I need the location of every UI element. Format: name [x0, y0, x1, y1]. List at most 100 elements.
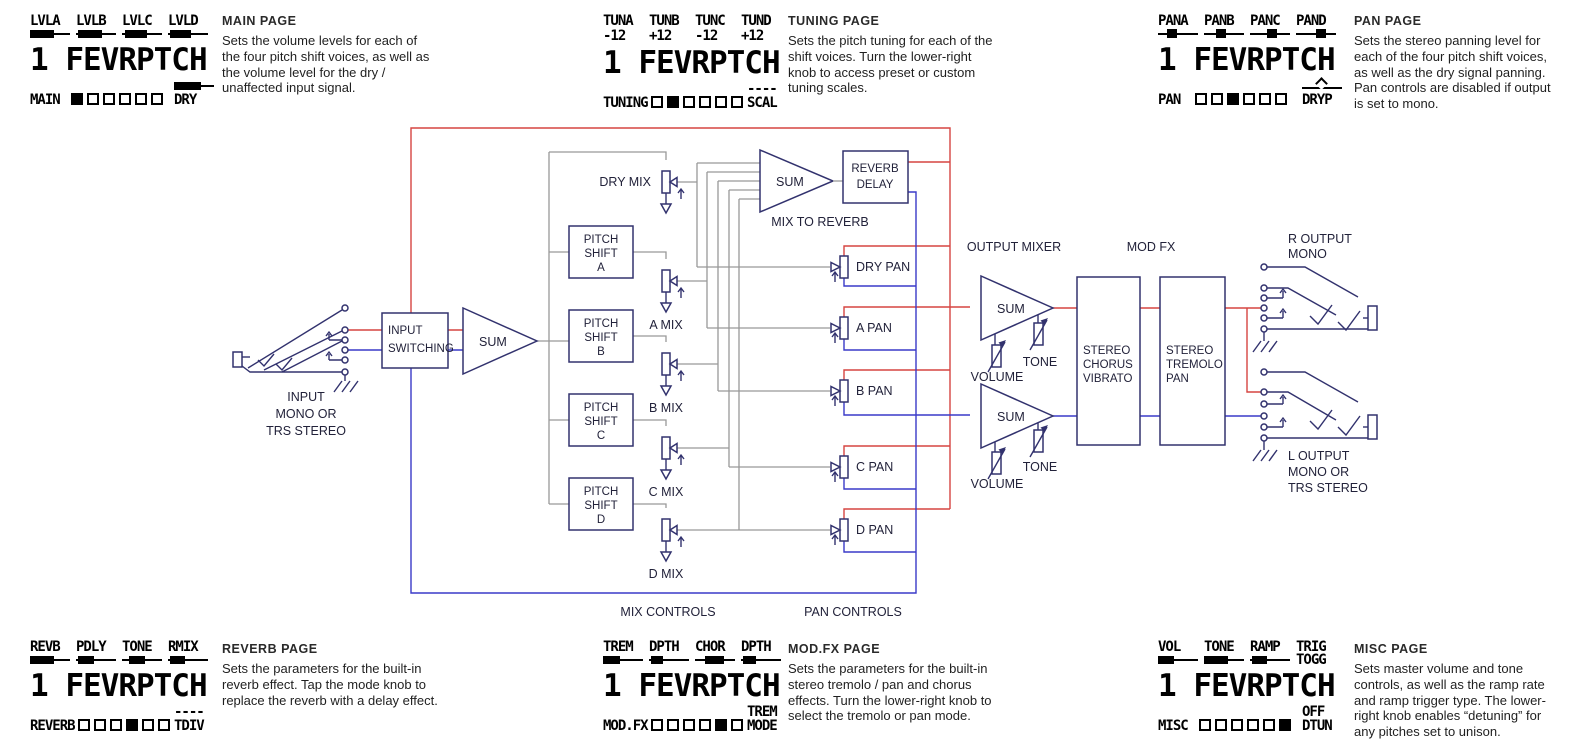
reverb-delay-box: REVERB DELAY	[842, 150, 909, 204]
dry-pan-caret-indicator	[1301, 77, 1344, 92]
mix-to-reverb-label: MIX TO REVERB	[771, 215, 868, 229]
svg-text:VIBRATO: VIBRATO	[1083, 373, 1132, 385]
desc-pan: PAN PAGE Sets the stereo panning level f…	[1354, 14, 1562, 112]
tdiv-dashes-indicator: ----	[173, 704, 205, 720]
knob-label: TONE	[1204, 639, 1235, 655]
pan-indicator	[1250, 29, 1296, 40]
knob-label: TREM	[603, 639, 634, 655]
page-square	[142, 719, 155, 731]
desc-reverb: REVERB PAGE Sets the parameters for the …	[222, 642, 440, 708]
stereo-chorus-vibrato-box: STEREO CHORUS VIBRATO	[1076, 276, 1141, 446]
knob-label: TONE	[122, 639, 153, 655]
mix-pots: DRY MIX A MIX B MIX C MIX D MIX	[599, 170, 685, 581]
knob-labels: LVLA LVLB LVLC LVLD	[30, 10, 216, 29]
page-square	[134, 93, 147, 105]
svg-text:PITCH: PITCH	[584, 318, 619, 330]
knob-label: PANA	[1158, 13, 1189, 29]
fader-indicator	[168, 655, 214, 666]
page-square	[683, 96, 696, 108]
desc-body: Sets the stereo panning level for each o…	[1354, 33, 1551, 112]
page-square	[667, 719, 680, 731]
knob-value: +12	[649, 28, 672, 44]
svg-text:DRY PAN: DRY PAN	[856, 260, 910, 274]
lcd-panel-main: LVLA LVLB LVLC LVLD 1 FEVRPTCH MAIN DRY	[30, 10, 216, 108]
desc-body: Sets master volume and tone controls, as…	[1354, 661, 1546, 740]
svg-text:STEREO: STEREO	[1083, 345, 1130, 357]
page-square	[651, 96, 664, 108]
desc-title: MAIN PAGE	[222, 14, 297, 28]
knob-value: +12	[741, 28, 764, 44]
mono-signal-bus	[537, 151, 830, 531]
pitch-shift-b-box: PITCH SHIFT B	[568, 309, 634, 363]
pitch-shift-c-box: PITCH SHIFT C	[568, 393, 634, 447]
page-square	[1211, 93, 1224, 105]
desc-body: Sets the parameters for the built-in ste…	[788, 661, 992, 724]
page-square	[683, 719, 696, 731]
page-label: REVERB	[30, 718, 76, 734]
lower-right-knob-label: DRY	[174, 92, 197, 108]
fader-indicator	[122, 29, 168, 40]
fader-indicator	[695, 655, 741, 666]
input-jack: INPUT MONO OR TRS STEREO	[232, 304, 359, 438]
desc-body: Sets the parameters for the built-in rev…	[222, 661, 438, 708]
svg-text:D MIX: D MIX	[649, 567, 684, 581]
page-square	[158, 719, 171, 731]
dry-mix-label: DRY MIX	[599, 175, 651, 189]
svg-text:B: B	[597, 346, 605, 358]
desc-misc: MISC PAGE Sets master volume and tone co…	[1354, 642, 1562, 740]
page-label: MOD.FX	[603, 718, 649, 734]
knob-label: LVLB	[76, 13, 107, 29]
trig-togg-value: TOGG	[1296, 652, 1327, 668]
page-square	[1214, 719, 1227, 731]
svg-text:C: C	[597, 430, 605, 442]
right-channel-red-bus	[348, 127, 1261, 519]
fader-indicator	[649, 655, 695, 666]
page-square	[715, 719, 728, 731]
lcd-panel-tuning: TUNA TUNB TUNC TUND -12 +12 -12 +12 1 FE…	[603, 10, 789, 111]
page-indicator-squares	[70, 93, 163, 105]
page-square	[78, 719, 91, 731]
lower-right-knob-label: MODE	[746, 718, 778, 734]
svg-text:TRS STEREO: TRS STEREO	[266, 424, 346, 438]
svg-text:MONO OR: MONO OR	[275, 407, 336, 421]
reverb-sum-amp: SUM MIX TO REVERB	[759, 148, 869, 229]
input-sum-amp: SUM	[462, 306, 539, 376]
page-square	[1227, 93, 1240, 105]
fader-indicator	[30, 29, 76, 40]
svg-text:STEREO: STEREO	[1166, 345, 1213, 357]
pitch-shift-a-box: PITCH SHIFT A	[568, 225, 634, 279]
page-square	[1230, 719, 1243, 731]
svg-text:D PAN: D PAN	[856, 523, 893, 537]
page-square	[86, 93, 99, 105]
page-label: TUNING	[603, 95, 649, 111]
l-output-label: L OUTPUT	[1288, 449, 1350, 463]
page-square	[70, 93, 83, 105]
svg-text:PITCH: PITCH	[584, 486, 619, 498]
svg-text:A PAN: A PAN	[856, 321, 892, 335]
knob-label: TUND	[741, 13, 772, 29]
preset-display: 1 FEVRPTCH	[603, 45, 781, 81]
svg-text:VOLUME: VOLUME	[971, 477, 1024, 491]
desc-main: MAIN PAGE Sets the volume levels for eac…	[222, 14, 436, 96]
preset-display: 1 FEVRPTCH	[30, 668, 208, 704]
knob-value: -12	[695, 28, 718, 44]
fader-indicator	[603, 655, 649, 666]
svg-text:B MIX: B MIX	[649, 401, 684, 415]
knob-label: PAND	[1296, 13, 1327, 29]
knob-label: DPTH	[741, 639, 772, 655]
page-label: MAIN	[30, 92, 61, 108]
knob-label: RAMP	[1250, 639, 1281, 655]
svg-text:MONO OR: MONO OR	[1288, 465, 1349, 479]
pan-controls-label: PAN CONTROLS	[804, 605, 902, 619]
lower-right-knob-label: DTUN	[1302, 718, 1333, 734]
knob-label: PANC	[1250, 13, 1281, 29]
r-output-label: R OUTPUT	[1288, 232, 1352, 246]
dry-fader-indicator	[174, 81, 216, 92]
desc-body: Sets the pitch tuning for each of the sh…	[788, 33, 993, 96]
desc-title: PAN PAGE	[1354, 14, 1422, 28]
page-square	[1278, 719, 1291, 731]
page-square	[110, 719, 123, 731]
desc-title: MISC PAGE	[1354, 642, 1428, 656]
mod-fx-label: MOD FX	[1127, 240, 1176, 254]
